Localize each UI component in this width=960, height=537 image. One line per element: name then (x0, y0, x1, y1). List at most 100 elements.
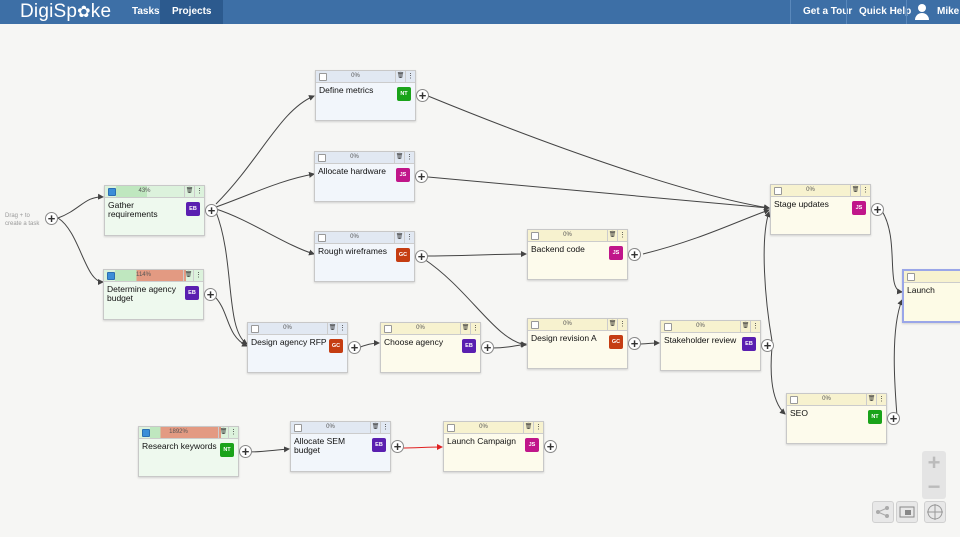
trash-icon[interactable]: 🗑 (394, 232, 404, 243)
add-successor-icon[interactable]: + (205, 204, 218, 217)
assignee-badge[interactable]: GC (329, 339, 343, 353)
menu-icon[interactable]: ⋮ (194, 186, 203, 197)
menu-icon[interactable]: ⋮ (380, 422, 389, 433)
assignee-badge[interactable]: JS (396, 168, 410, 182)
menu-icon[interactable]: ⋮ (470, 323, 479, 334)
trash-icon[interactable]: 🗑 (460, 323, 470, 334)
assignee-badge[interactable]: EB (186, 202, 200, 216)
add-successor-icon[interactable]: + (415, 250, 428, 263)
complete-checkbox[interactable] (531, 232, 539, 240)
create-task-add-icon[interactable]: + (45, 212, 58, 225)
assignee-badge[interactable]: EB (372, 438, 386, 452)
assignee-badge[interactable]: NT (868, 410, 882, 424)
trash-icon[interactable]: 🗑 (866, 394, 876, 405)
complete-checkbox[interactable] (319, 73, 327, 81)
menu-icon[interactable]: ⋮ (617, 230, 626, 241)
add-successor-icon[interactable]: + (887, 412, 900, 425)
add-successor-icon[interactable]: + (348, 341, 361, 354)
trash-icon[interactable]: 🗑 (184, 186, 194, 197)
assignee-badge[interactable]: JS (852, 201, 866, 215)
menu-icon[interactable]: ⋮ (404, 152, 413, 163)
assignee-badge[interactable]: GC (609, 335, 623, 349)
add-successor-icon[interactable]: + (628, 248, 641, 261)
trash-icon[interactable]: 🗑 (183, 270, 193, 281)
add-successor-icon[interactable]: + (204, 288, 217, 301)
get-tour-link[interactable]: Get a Tour (790, 0, 864, 24)
trash-icon[interactable]: 🗑 (607, 230, 617, 241)
add-successor-icon[interactable]: + (239, 445, 252, 458)
assignee-badge[interactable]: JS (609, 246, 623, 260)
zoom-out-icon[interactable]: − (927, 474, 941, 499)
add-successor-icon[interactable]: + (628, 337, 641, 350)
complete-checkbox[interactable] (907, 273, 915, 281)
nav-tasks[interactable]: Tasks (132, 6, 160, 17)
assignee-badge[interactable]: NT (220, 443, 234, 457)
complete-checkbox[interactable] (251, 325, 259, 333)
trash-icon[interactable]: 🗑 (740, 321, 750, 332)
zoom-in-icon[interactable]: + (927, 450, 941, 475)
menu-icon[interactable]: ⋮ (193, 270, 202, 281)
complete-checkbox[interactable] (107, 272, 115, 280)
trash-icon[interactable]: 🗑 (370, 422, 380, 433)
assignee-badge[interactable]: NT (397, 87, 411, 101)
menu-icon[interactable]: ⋮ (860, 185, 869, 196)
trash-icon[interactable]: 🗑 (850, 185, 860, 196)
add-successor-icon[interactable]: + (761, 339, 774, 352)
trash-icon[interactable]: 🗑 (327, 323, 337, 334)
complete-checkbox[interactable] (294, 424, 302, 432)
complete-checkbox[interactable] (318, 154, 326, 162)
quick-help-link[interactable]: Quick Help (846, 0, 923, 24)
add-successor-icon[interactable]: + (871, 203, 884, 216)
menu-icon[interactable]: ⋮ (337, 323, 346, 334)
assignee-badge[interactable]: EB (185, 286, 199, 300)
tree-view-icon[interactable] (872, 501, 894, 523)
assignee-badge[interactable]: GC (396, 248, 410, 262)
add-successor-icon[interactable]: + (415, 170, 428, 183)
trash-icon[interactable]: 🗑 (218, 427, 228, 438)
menu-icon[interactable]: ⋮ (228, 427, 237, 438)
task-card-launch[interactable]: Launch (902, 269, 960, 323)
menu-icon[interactable]: ⋮ (617, 319, 626, 330)
menu-icon[interactable]: ⋮ (750, 321, 759, 332)
assignee-badge[interactable]: EB (462, 339, 476, 353)
trash-icon[interactable]: 🗑 (523, 422, 533, 433)
trash-icon[interactable]: 🗑 (395, 71, 405, 82)
user-menu[interactable]: Mike (906, 0, 960, 24)
add-successor-icon[interactable]: + (416, 89, 429, 102)
assignee-badge[interactable]: JS (525, 438, 539, 452)
add-successor-icon[interactable]: + (391, 440, 404, 453)
assignee-badge[interactable]: EB (742, 337, 756, 351)
complete-checkbox[interactable] (318, 234, 326, 242)
complete-checkbox[interactable] (108, 188, 116, 196)
menu-icon[interactable]: ⋮ (404, 232, 413, 243)
complete-checkbox[interactable] (790, 396, 798, 404)
app-logo[interactable]: DigiSp✿ke (20, 1, 111, 23)
complete-checkbox[interactable] (384, 325, 392, 333)
complete-checkbox[interactable] (447, 424, 455, 432)
complete-checkbox[interactable] (142, 429, 150, 437)
complete-checkbox[interactable] (774, 187, 782, 195)
complete-checkbox[interactable] (664, 323, 672, 331)
center-view-icon[interactable] (924, 501, 946, 523)
minimap-icon[interactable] (896, 501, 918, 523)
menu-icon[interactable]: ⋮ (533, 422, 542, 433)
add-successor-icon[interactable]: + (544, 440, 557, 453)
nav-projects[interactable]: Projects (160, 0, 224, 24)
trash-icon[interactable]: 🗑 (394, 152, 404, 163)
trash-icon[interactable]: 🗑 (607, 319, 617, 330)
complete-checkbox[interactable] (531, 321, 539, 329)
